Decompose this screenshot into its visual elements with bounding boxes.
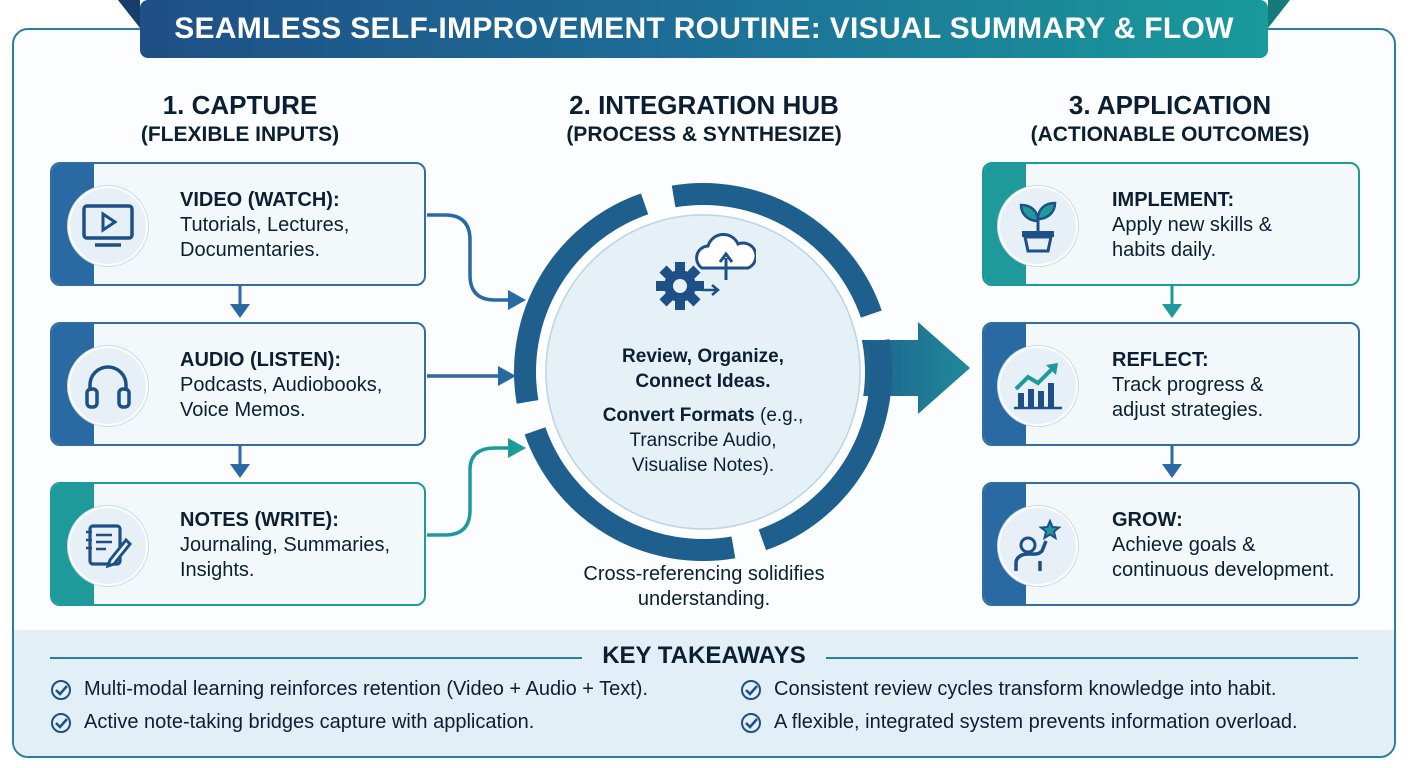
hub-convert-text: Convert Formats (e.g., Transcribe Audio,… xyxy=(553,403,853,478)
grow-card-line1: Achieve goals & xyxy=(1112,534,1256,556)
audio-card-line1: Podcasts, Audiobooks, xyxy=(180,374,383,396)
audio-card-text: AUDIO (LISTEN): Podcasts, Audiobooks, Vo… xyxy=(180,348,416,423)
reflect-card-line2: adjust strategies. xyxy=(1112,399,1264,421)
hub-heading: 2. INTEGRATION HUB (PROCESS & SYNTHESIZE… xyxy=(520,90,888,148)
person-star-icon xyxy=(998,506,1078,586)
hub-ring xyxy=(514,183,892,561)
video-to-audio-arrow xyxy=(230,285,250,318)
reflect-card-title: REFLECT: xyxy=(1112,349,1209,371)
reflect-card-text: REFLECT: Track progress & adjust strateg… xyxy=(1112,348,1354,423)
banner-fold-right xyxy=(1268,0,1290,28)
takeaway-text: Multi-modal learning reinforces retentio… xyxy=(84,678,649,700)
hub-caption: Cross-referencing solidifies understandi… xyxy=(544,562,864,612)
takeaways-title: KEY TAKEAWAYS xyxy=(602,642,806,669)
notes-to-hub-arrow xyxy=(427,438,526,537)
hub-line5: Visualise Notes). xyxy=(631,455,775,476)
takeaway-item: Consistent review cycles transform knowl… xyxy=(740,678,1276,701)
notes-card-title: NOTES (WRITE): xyxy=(180,509,339,531)
video-card-line2: Documentaries. xyxy=(180,239,321,261)
video-card-line1: Tutorials, Lectures, xyxy=(180,214,350,236)
takeaways-divider-left xyxy=(50,657,582,659)
implement-card-text: IMPLEMENT: Apply new skills & habits dai… xyxy=(1112,188,1354,263)
application-heading: 3. APPLICATION (ACTIONABLE OUTCOMES) xyxy=(1000,90,1340,148)
notes-card: NOTES (WRITE): Journaling, Summaries, In… xyxy=(50,482,426,606)
implement-to-reflect-arrow xyxy=(1162,285,1182,318)
audio-card: AUDIO (LISTEN): Podcasts, Audiobooks, Vo… xyxy=(50,322,426,446)
reflect-card-line1: Track progress & xyxy=(1112,374,1264,396)
implement-card-line1: Apply new skills & xyxy=(1112,214,1273,236)
check-circle-icon xyxy=(741,712,761,733)
hub-convert-bold: Convert Formats xyxy=(602,405,755,426)
notes-card-line1: Journaling, Summaries, xyxy=(180,534,391,556)
audio-card-title: AUDIO (LISTEN): xyxy=(180,349,342,371)
hub-line4: Transcribe Audio, xyxy=(629,430,777,451)
hub-line1: Review, Organize, xyxy=(622,346,784,367)
capture-title: 1. CAPTURE xyxy=(162,90,318,120)
grow-card: GROW: Achieve goals & continuous develop… xyxy=(982,482,1360,606)
capture-heading: 1. CAPTURE (FLEXIBLE INPUTS) xyxy=(90,90,390,148)
takeaway-item: Multi-modal learning reinforces retentio… xyxy=(50,678,648,701)
check-circle-icon xyxy=(741,679,761,700)
takeaway-item: A flexible, integrated system prevents i… xyxy=(740,711,1298,734)
implement-card-title: IMPLEMENT: xyxy=(1112,189,1235,211)
notes-card-text: NOTES (WRITE): Journaling, Summaries, In… xyxy=(180,508,416,583)
application-title: 3. APPLICATION xyxy=(1068,90,1272,120)
takeaway-text: A flexible, integrated system prevents i… xyxy=(774,711,1298,733)
implement-card: IMPLEMENT: Apply new skills & habits dai… xyxy=(982,162,1360,286)
takeaways-divider-right xyxy=(826,657,1358,659)
takeaway-item: Active note-taking bridges capture with … xyxy=(50,711,534,734)
hub-caption-line1: Cross-referencing solidifies xyxy=(583,563,825,585)
takeaway-text: Active note-taking bridges capture with … xyxy=(84,711,535,733)
video-card: VIDEO (WATCH): Tutorials, Lectures, Docu… xyxy=(50,162,426,286)
implement-card-line2: habits daily. xyxy=(1112,239,1217,261)
banner-fold-left xyxy=(118,0,140,28)
grow-card-line2: continuous development. xyxy=(1112,559,1335,581)
check-circle-icon xyxy=(51,679,71,700)
hub-subtitle: (PROCESS & SYNTHESIZE) xyxy=(566,123,842,146)
notepad-pencil-icon xyxy=(68,506,148,586)
check-circle-icon xyxy=(51,712,71,733)
video-to-hub-arrow xyxy=(427,213,526,310)
hub-line2: Connect Ideas. xyxy=(635,371,771,392)
grow-card-title: GROW: xyxy=(1112,509,1183,531)
grow-card-text: GROW: Achieve goals & continuous develop… xyxy=(1112,508,1354,583)
page-title: SEAMLESS SELF-IMPROVEMENT ROUTINE: VISUA… xyxy=(140,0,1268,58)
reflect-card: REFLECT: Track progress & adjust strateg… xyxy=(982,322,1360,446)
takeaway-text: Consistent review cycles transform knowl… xyxy=(774,678,1277,700)
hub-convert-rest: (e.g., xyxy=(754,405,804,426)
audio-to-notes-arrow xyxy=(230,446,250,478)
reflect-to-grow-arrow xyxy=(1162,446,1182,478)
application-subtitle: (ACTIONABLE OUTCOMES) xyxy=(1030,123,1310,146)
video-player-icon xyxy=(68,186,148,266)
audio-to-hub-arrow xyxy=(427,366,516,386)
audio-card-line2: Voice Memos. xyxy=(180,399,306,421)
gear-cloud-sync-icon xyxy=(652,228,756,318)
hub-main-text: Review, Organize, Connect Ideas. xyxy=(553,344,853,394)
headphones-icon xyxy=(68,346,148,426)
notes-card-line2: Insights. xyxy=(180,559,255,581)
plant-pot-icon xyxy=(998,186,1078,266)
takeaways-panel xyxy=(14,630,1394,756)
video-card-title: VIDEO (WATCH): xyxy=(180,189,340,211)
capture-subtitle: (FLEXIBLE INPUTS) xyxy=(140,123,340,146)
video-card-text: VIDEO (WATCH): Tutorials, Lectures, Docu… xyxy=(180,188,416,263)
hub-title: 2. INTEGRATION HUB xyxy=(569,90,839,120)
hub-caption-line2: understanding. xyxy=(637,588,771,610)
growth-chart-icon xyxy=(998,346,1078,426)
